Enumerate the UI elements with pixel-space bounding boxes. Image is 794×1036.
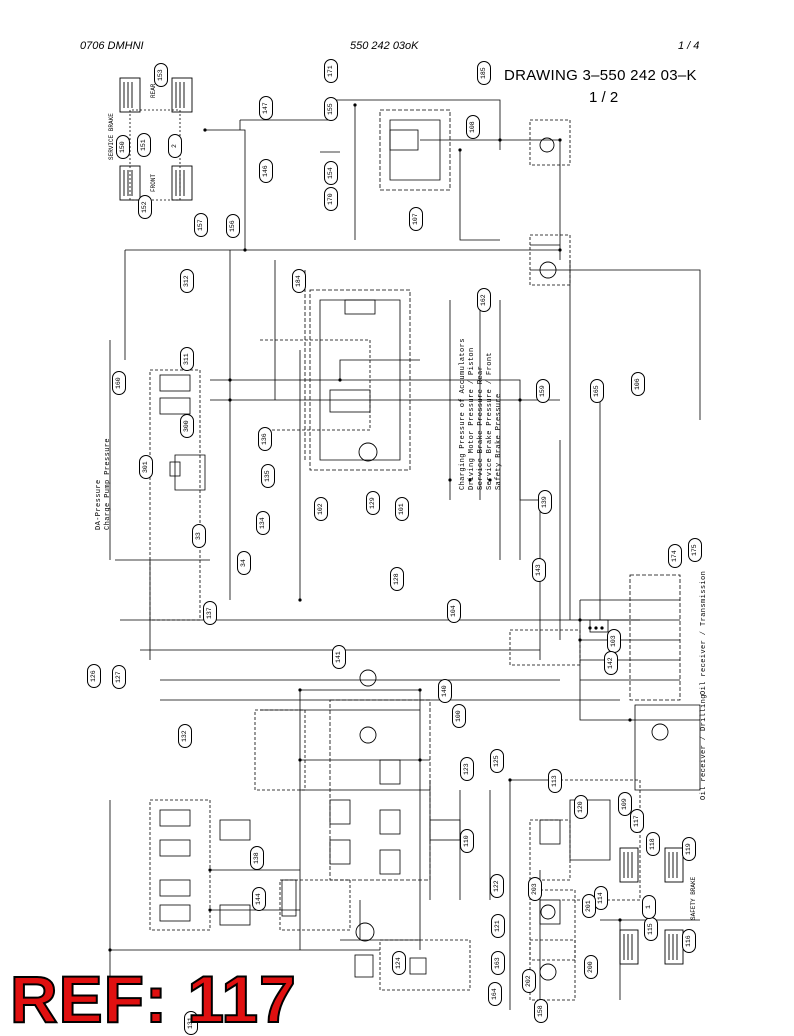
callout-104: 104 (447, 599, 461, 623)
callout-157: 157 (194, 213, 208, 237)
left-label-da: DA-Pressure (95, 479, 103, 530)
callout-201: 201 (582, 894, 596, 918)
callout-136: 136 (258, 427, 272, 451)
part-number: 550 242 03oK (350, 40, 419, 52)
callout-108: 108 (466, 115, 480, 139)
callout-202: 202 (522, 969, 536, 993)
callout-155: 155 (324, 97, 338, 121)
document-code: 0706 DMHNI (80, 40, 144, 52)
callout-158: 158 (534, 999, 548, 1023)
callout-147: 147 (259, 96, 273, 120)
callout-139: 139 (538, 490, 552, 514)
callout-119: 119 (682, 837, 696, 861)
callout-106: 106 (631, 372, 645, 396)
callout-135: 135 (261, 464, 275, 488)
callout-120: 120 (574, 795, 588, 819)
drawing-title: DRAWING 3–550 242 03–K (504, 67, 697, 84)
callout-150: 150 (116, 135, 130, 159)
callout-134: 134 (256, 511, 270, 535)
callout-110: 110 (460, 829, 474, 853)
callout-102: 102 (314, 497, 328, 521)
callout-101: 101 (395, 497, 409, 521)
callout-1: 1 (642, 895, 656, 919)
callout-156: 156 (226, 214, 240, 238)
callout-113: 113 (548, 769, 562, 793)
callout-2: 2 (168, 134, 182, 158)
callout-159: 159 (536, 379, 550, 403)
callout-151: 151 (137, 133, 151, 157)
label-rear: REAR (150, 83, 157, 98)
callout-123: 123 (460, 757, 474, 781)
callout-125: 125 (490, 749, 504, 773)
callout-175: 175 (688, 538, 702, 562)
callout-124: 124 (392, 951, 406, 975)
reference-stamp: REF: 117 (9, 962, 297, 1036)
callout-146: 146 (259, 159, 273, 183)
callout-115: 115 (644, 917, 658, 941)
callout-301: 301 (139, 455, 153, 479)
callout-311: 311 (180, 347, 194, 371)
callout-33: 33 (192, 524, 206, 548)
callout-129: 129 (366, 491, 380, 515)
legend-line-5: Safety Brake Pressure (495, 393, 503, 490)
callout-200: 200 (584, 955, 598, 979)
callout-140: 140 (438, 679, 452, 703)
callout-174: 174 (668, 544, 682, 568)
callout-165: 165 (590, 379, 604, 403)
callout-154: 154 (324, 161, 338, 185)
label-service-brake: SERVICE BRAKE (108, 113, 115, 160)
label-front: FRONT (150, 173, 157, 192)
callout-203: 203 (528, 877, 542, 901)
callout-107: 107 (409, 207, 423, 231)
callout-184: 184 (292, 269, 306, 293)
callout-163: 163 (491, 951, 505, 975)
callout-100: 100 (452, 704, 466, 728)
callout-141: 141 (332, 645, 346, 669)
legend-line-3: Service Brake Pressure Rear (477, 365, 485, 490)
callout-160: 160 (112, 371, 126, 395)
callout-312: 312 (180, 269, 194, 293)
callout-170: 170 (324, 187, 338, 211)
left-label-charge: Charge Pump Pressure (104, 437, 112, 530)
callout-142: 142 (604, 651, 618, 675)
callout-121: 121 (491, 914, 505, 938)
callout-122: 122 (490, 874, 504, 898)
callout-137: 137 (203, 601, 217, 625)
callout-300: 300 (180, 414, 194, 438)
callout-116: 116 (682, 929, 696, 953)
callout-117: 117 (630, 809, 644, 833)
callout-144: 144 (252, 887, 266, 911)
page-number: 1 / 4 (678, 40, 700, 52)
callout-132: 132 (178, 724, 192, 748)
callout-185: 185 (477, 61, 491, 85)
right-label-drilling: Oil receiver / Drilling (700, 694, 708, 800)
callout-114: 114 (594, 886, 608, 910)
drawing-sheet: 1 / 2 (589, 89, 619, 106)
callout-138: 138 (250, 846, 264, 870)
legend-line-1: Charging Pressure of Accumulators (459, 338, 467, 490)
label-safety-brake: SAFETY BRAKE (690, 876, 697, 920)
callout-152: 152 (138, 195, 152, 219)
legend-line-4: Service Brake Pressure / Front (486, 351, 494, 490)
callout-143: 143 (532, 558, 546, 582)
callout-162: 162 (477, 288, 491, 312)
callout-171: 171 (324, 59, 338, 83)
legend-line-2: Driving Motor Pressure / Piston (468, 347, 476, 490)
callout-127: 127 (112, 665, 126, 689)
callout-118: 118 (646, 832, 660, 856)
callout-128: 128 (390, 567, 404, 591)
callout-126: 126 (87, 664, 101, 688)
callout-103: 103 (607, 629, 621, 653)
callout-164: 164 (488, 982, 502, 1006)
right-label-transmission: Oil receiver / Transmission (700, 570, 708, 695)
callout-34: 34 (237, 551, 251, 575)
